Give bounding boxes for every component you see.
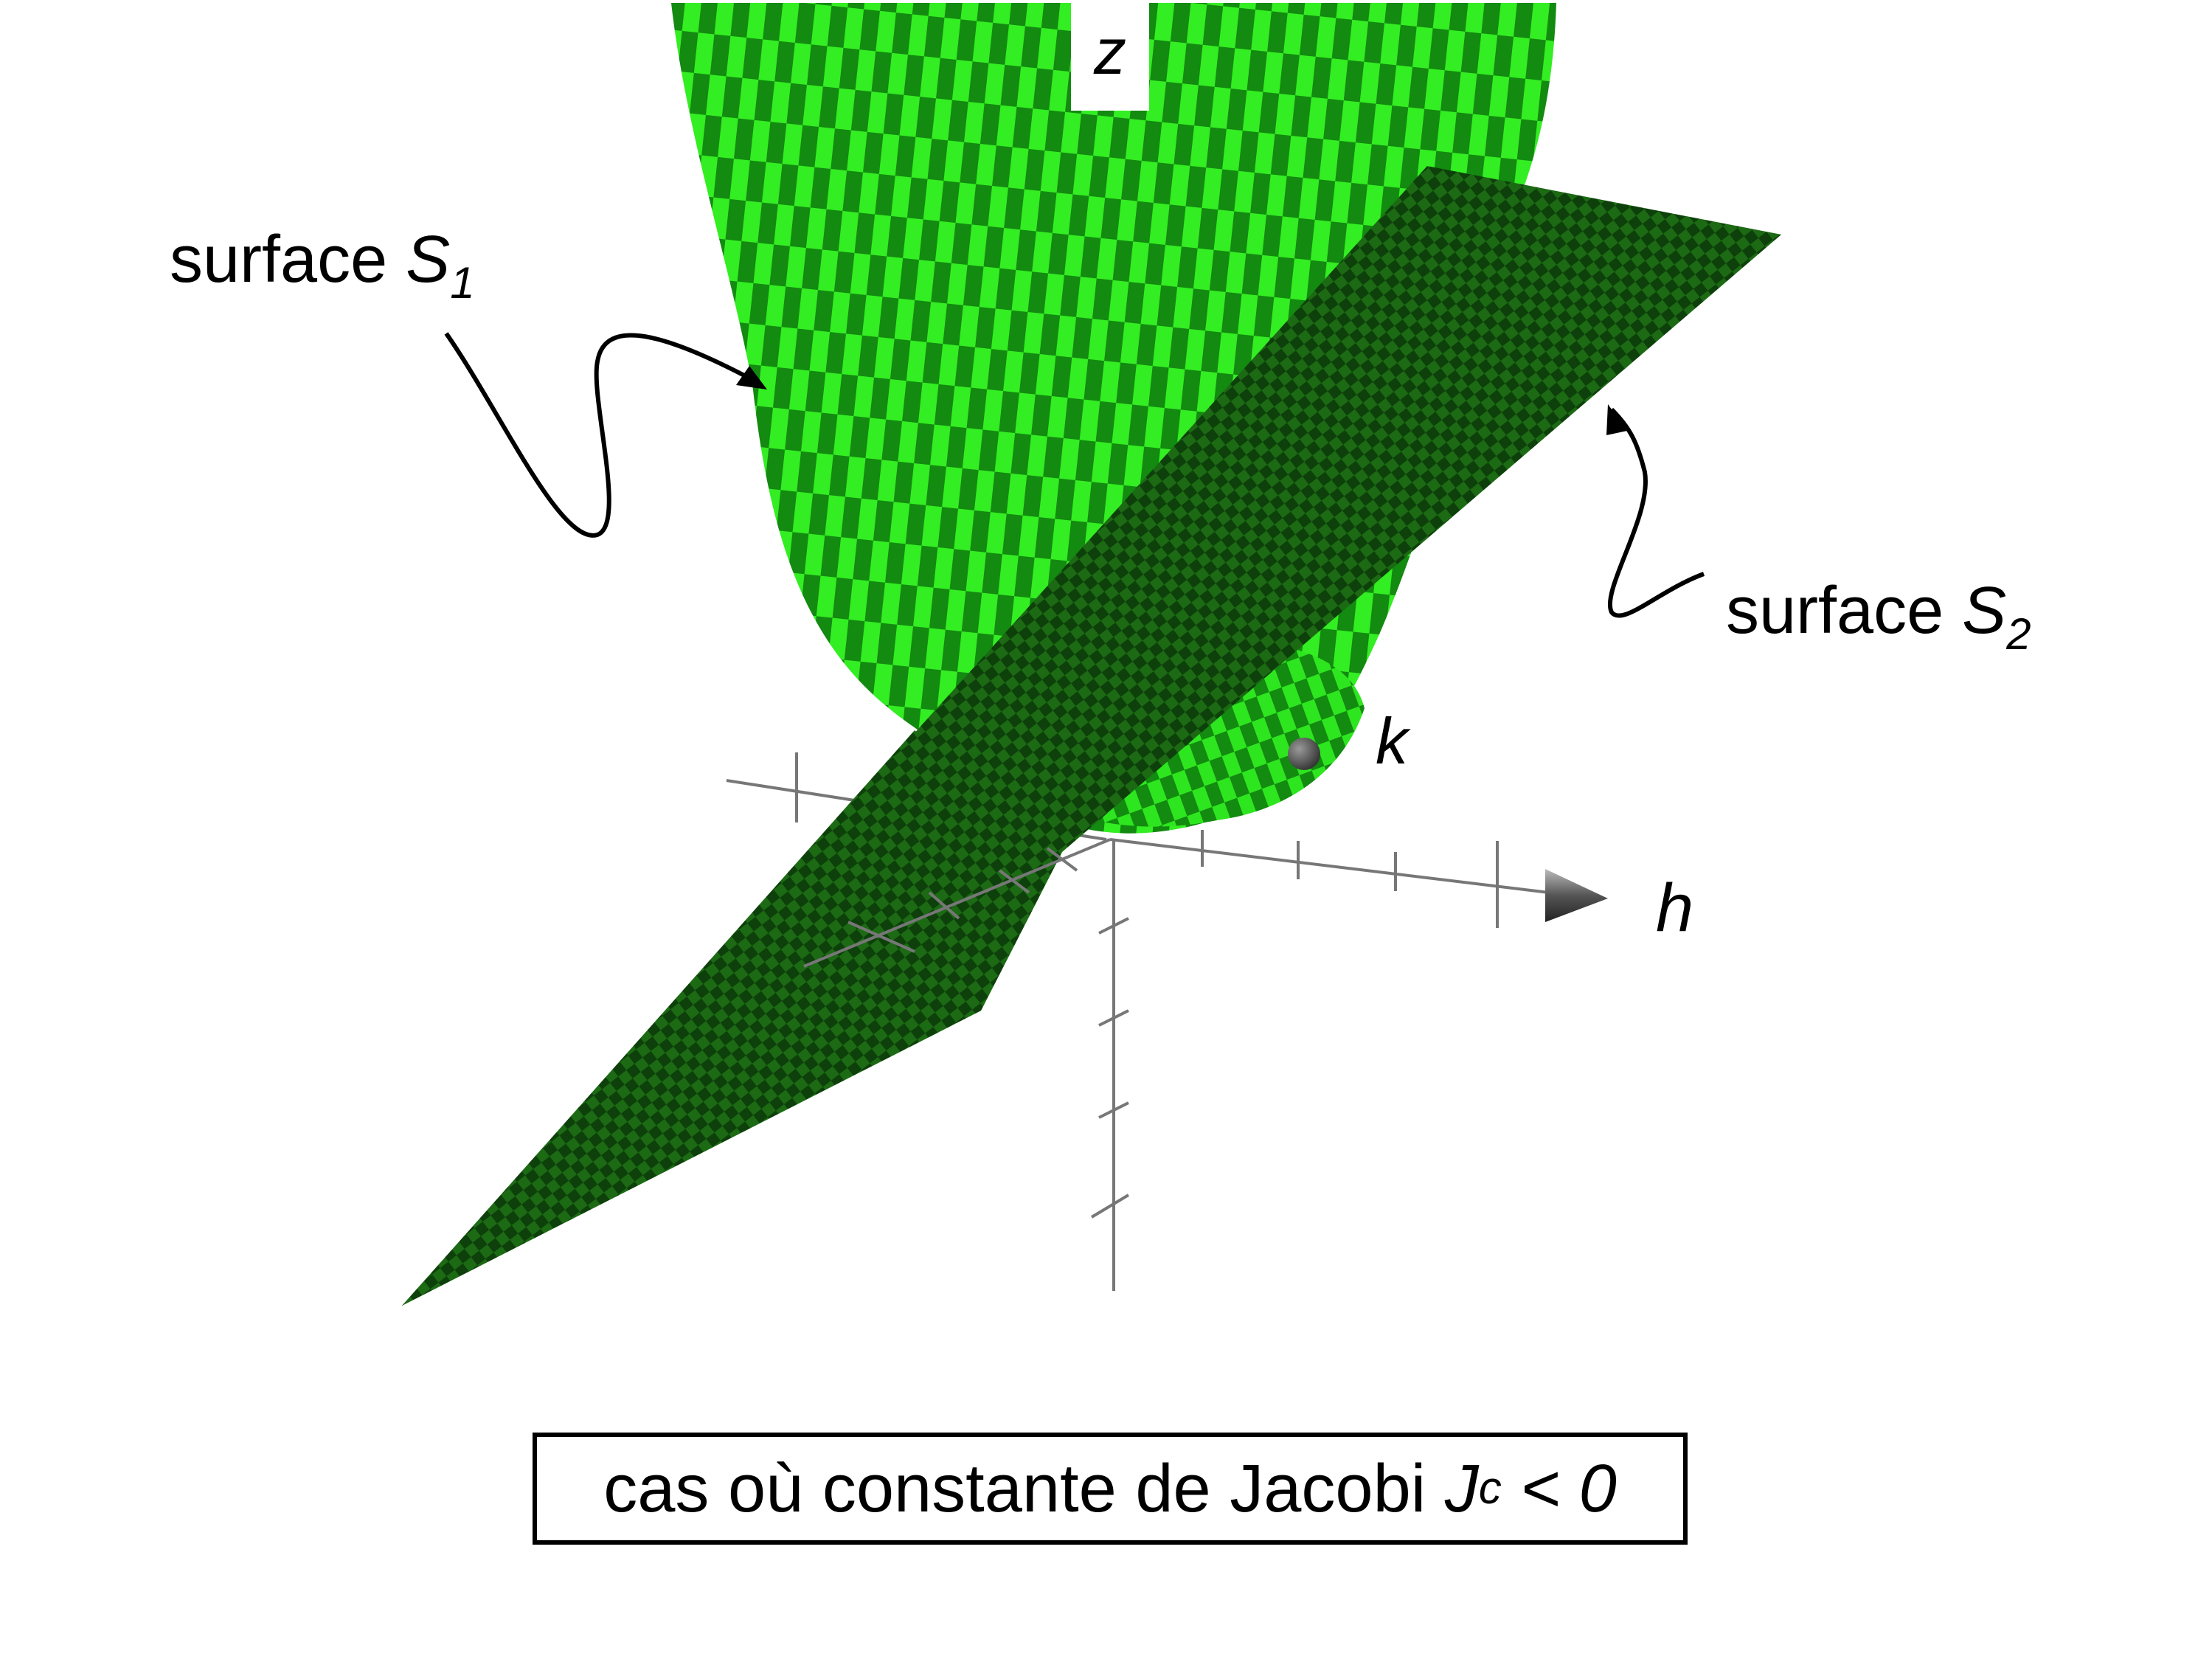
s2-pointer-arrow — [1606, 404, 1705, 618]
surface-s2-text: surface — [1726, 574, 1962, 648]
surface-s1-symbol: S — [406, 223, 450, 297]
surface-s1-subscript: 1 — [450, 258, 474, 308]
surface-s2-label: surface S2 — [1726, 574, 2031, 659]
h-axis-arrow — [1545, 869, 1608, 922]
caption-relation: < 0 — [1501, 1450, 1617, 1526]
surface-s2 — [402, 166, 1781, 1306]
h-axis-label: h — [1656, 870, 1693, 946]
z-label-box — [1071, 3, 1149, 111]
surface-s1-text: surface — [170, 223, 406, 297]
surface-s2-symbol: S — [1962, 574, 2006, 648]
caption-text: cas où constante de Jacobi — [603, 1450, 1445, 1526]
z-axis-label: z — [1093, 15, 1126, 88]
k-axis-ball — [1288, 738, 1320, 770]
surface-s1-label: surface S1 — [170, 223, 475, 308]
s1-pointer-arrow — [444, 332, 767, 538]
surface-s2-subscript: 2 — [2005, 609, 2031, 659]
k-axis-label: k — [1376, 704, 1411, 777]
caption-symbol: J — [1444, 1450, 1479, 1526]
axes-front — [803, 830, 1550, 1291]
